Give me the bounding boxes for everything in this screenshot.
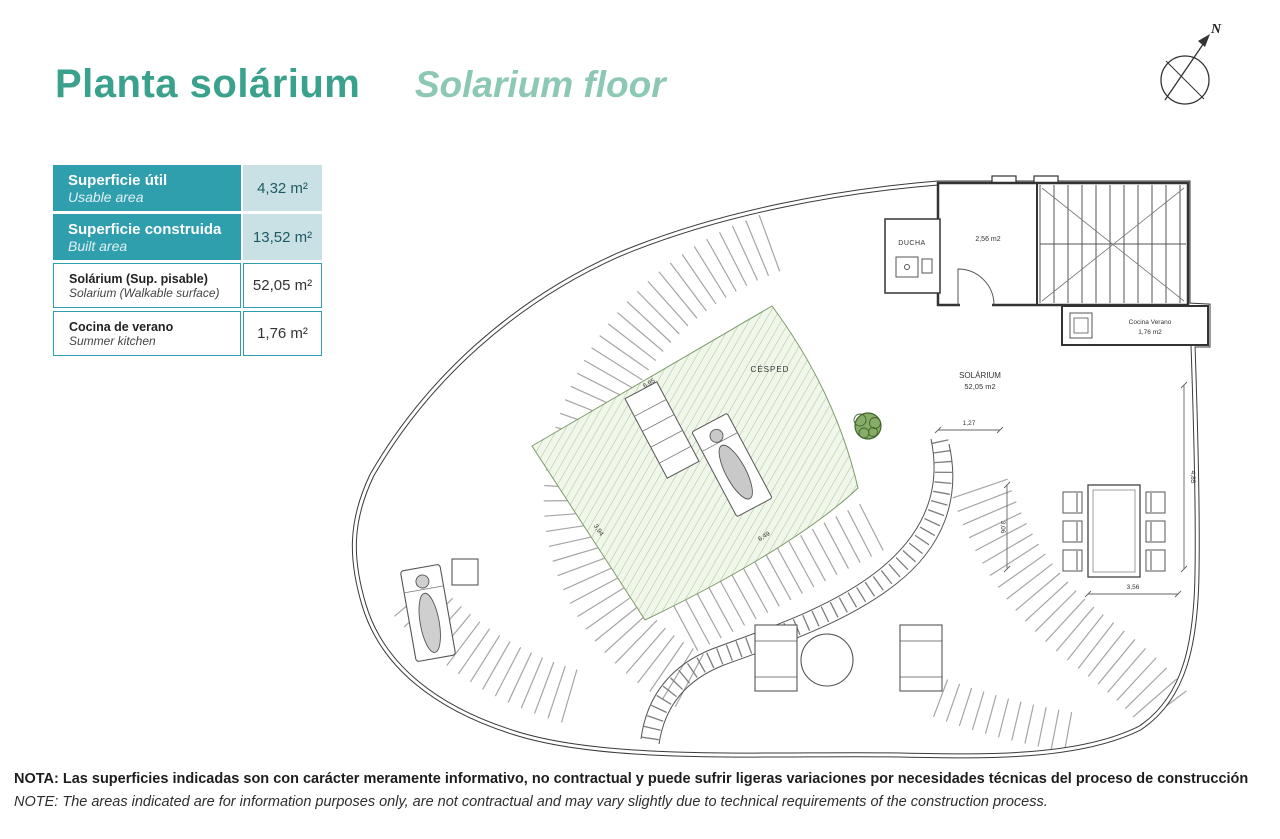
person-head: [709, 428, 724, 443]
deck-planks: [394, 214, 1193, 753]
dimension-3: 3,06: [999, 521, 1006, 534]
round-table: [800, 633, 854, 687]
shower-tray-icon: [895, 256, 919, 278]
north-compass-icon: N: [1160, 22, 1222, 105]
compass-north-label: N: [1210, 22, 1222, 37]
sink-icon: [1069, 312, 1093, 339]
door-swing-icon: [957, 268, 995, 306]
outer-wall: [351, 180, 1211, 759]
label-es: Solárium (Sup. pisable): [69, 271, 208, 286]
kitchen-label-line2: 1,76 m2: [1138, 329, 1162, 336]
row-value: 13,52 m²: [243, 214, 322, 260]
solarium-label-line2: 52,05 m2: [964, 382, 995, 391]
title-spanish: Planta solárium: [55, 62, 361, 106]
label-en: Built area: [68, 237, 128, 254]
corner-lounger-with-person: [400, 564, 456, 662]
row-value: 52,05 m²: [243, 263, 322, 308]
solarium-label: SOLÁRIUM 52,05 m2: [959, 371, 1001, 391]
table-row-summer-kitchen: Cocina de verano Summer kitchen 1,76 m²: [53, 311, 322, 356]
label-es: Superficie útil: [68, 171, 168, 189]
solarium-floor-plan: CÉSPED 6,95 6,49 3,94 2,56 m2 DUCHA: [351, 175, 1211, 759]
area-summary-table: Superficie útil Usable area 4,32 m² Supe…: [53, 165, 322, 356]
person-body: [718, 444, 753, 500]
dimension-4: 3,56: [1127, 584, 1140, 591]
dimension-lines: [934, 381, 1188, 598]
dining-table: [1087, 484, 1141, 578]
footer-notes: NOTA: Las superficies indicadas son con …: [14, 771, 1266, 810]
table-row-solarium: Solárium (Sup. pisable) Solarium (Walkab…: [53, 263, 322, 308]
page-title: Planta solárium Solarium floor: [55, 62, 666, 107]
row-label: Superficie útil Usable area: [53, 165, 241, 211]
solarium-label-line1: SOLÁRIUM: [959, 371, 1001, 380]
shower-room: DUCHA: [884, 218, 941, 294]
dimension-2: 4,85: [1189, 471, 1196, 484]
row-value: 4,32 m²: [243, 165, 322, 211]
stair-direction-lines: [1041, 187, 1185, 302]
label-en: Usable area: [68, 188, 144, 205]
title-english: Solarium floor: [414, 64, 666, 105]
label-en: Solarium (Walkable surface): [69, 285, 220, 300]
label-es: Cocina de verano: [69, 319, 174, 334]
shower-label: DUCHA: [898, 240, 925, 247]
bottom-furniture: [754, 624, 943, 692]
label-es: Superficie construida: [68, 220, 222, 238]
kitchen-label-line1: Cocina Verano: [1129, 319, 1172, 326]
row-label: Cocina de verano Summer kitchen: [53, 311, 241, 356]
label-en: Summer kitchen: [69, 333, 156, 348]
row-label: Solárium (Sup. pisable) Solarium (Walkab…: [53, 263, 241, 308]
dimension-1: 1,27: [963, 420, 976, 427]
table-row-built-area: Superficie construida Built area 13,52 m…: [53, 214, 322, 260]
lawn-label: CÉSPED: [751, 365, 790, 374]
dining-set: [1062, 484, 1166, 578]
dining-chairs: [1062, 491, 1166, 572]
side-table: [451, 558, 479, 586]
table-row-usable-area: Superficie útil Usable area 4,32 m²: [53, 165, 322, 211]
row-value: 1,76 m²: [243, 311, 322, 356]
note-english: NOTE: The areas indicated are for inform…: [14, 794, 1048, 810]
row-label: Superficie construida Built area: [53, 214, 241, 260]
stair-area-label: 2,56 m2: [975, 236, 1000, 243]
sun-lounger: [624, 381, 700, 479]
summer-kitchen-box: Cocina Verano 1,76 m2: [1061, 305, 1209, 346]
bench-right: [899, 624, 943, 692]
sun-lounger-with-person: [692, 413, 772, 517]
curved-walkway: [640, 438, 954, 745]
staircase-block: 2,56 m2: [936, 175, 1190, 307]
tree-icon: [853, 412, 882, 440]
note-spanish: NOTA: Las superficies indicadas son con …: [14, 771, 1249, 787]
bench-left: [754, 624, 798, 692]
